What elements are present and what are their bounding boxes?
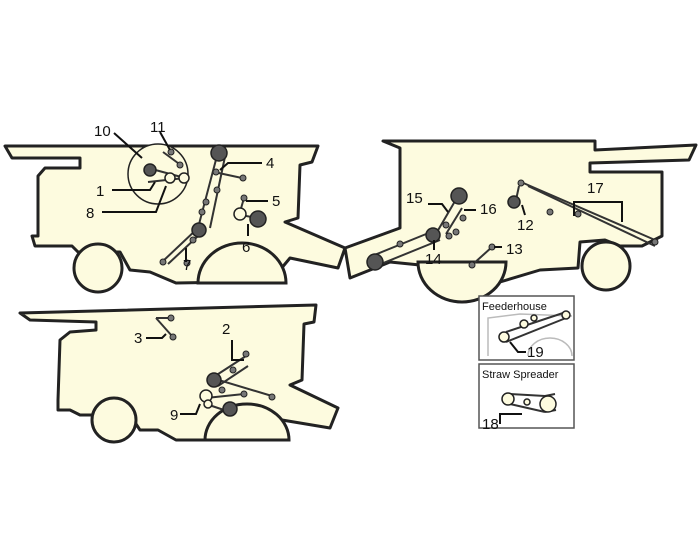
pulley: [229, 366, 237, 374]
combine-left-side-lower-view: 3 2 9: [18, 303, 340, 444]
callout-5: 5: [272, 193, 280, 210]
front-wheel: [416, 260, 508, 304]
callout-10: 10: [94, 123, 111, 140]
pulley: [159, 258, 167, 266]
pulley: [530, 314, 538, 322]
pulley: [210, 144, 228, 162]
pulley: [452, 228, 460, 236]
pulley: [425, 227, 441, 243]
feederhouse-inset: Feederhouse 19: [478, 295, 575, 361]
pulley: [396, 240, 404, 248]
pulley: [176, 161, 184, 169]
callout-7: 7: [183, 257, 191, 274]
callout-19: 19: [527, 344, 544, 361]
pulley: [198, 208, 206, 216]
pulley: [523, 398, 531, 406]
rear-wheel: [72, 242, 124, 294]
pulley: [191, 222, 207, 238]
combine-left-side-view: 10 11 1 8 4 5 6 7: [3, 119, 347, 294]
pulley: [203, 399, 213, 409]
pulley: [498, 331, 510, 343]
callout-11: 11: [150, 119, 166, 136]
rear-wheel: [580, 240, 632, 292]
pulley: [189, 236, 197, 244]
combine-body: [18, 303, 340, 442]
pulley: [167, 314, 175, 322]
pulley: [239, 174, 247, 182]
callout-17: 17: [587, 180, 604, 197]
pulley: [143, 163, 157, 177]
callout-2: 2: [222, 321, 230, 338]
combine-body: [343, 139, 698, 284]
pulley: [212, 168, 220, 176]
callout-3: 3: [134, 330, 142, 347]
front-wheel: [196, 241, 288, 285]
callout-14: 14: [425, 251, 442, 268]
callout-1: 1: [96, 183, 104, 200]
pulley: [519, 319, 529, 329]
pulley: [442, 221, 450, 229]
callout-12: 12: [517, 217, 534, 234]
rear-wheel: [90, 396, 138, 444]
pulley: [501, 392, 515, 406]
pulley: [651, 238, 659, 246]
callout-6: 6: [242, 239, 250, 256]
pulley: [468, 261, 476, 269]
callout-4: 4: [266, 155, 274, 172]
pulley: [206, 372, 222, 388]
pulley: [249, 210, 267, 228]
pulley: [517, 179, 525, 187]
pulley: [450, 187, 468, 205]
pulley: [242, 350, 250, 358]
pulley: [167, 148, 175, 156]
pulley: [218, 386, 226, 394]
pulley: [366, 253, 384, 271]
pulley: [507, 195, 521, 209]
pulley: [233, 207, 247, 221]
pulley: [178, 172, 190, 184]
pulley: [213, 186, 221, 194]
callout-13: 13: [506, 241, 523, 258]
straw-spreader-title: Straw Spreader: [482, 369, 559, 381]
pulley: [240, 194, 248, 202]
pulley: [222, 401, 238, 417]
pulley: [546, 208, 554, 216]
callout-8: 8: [86, 205, 94, 222]
pulley: [164, 172, 176, 184]
callout-9: 9: [170, 407, 178, 424]
callout-16: 16: [480, 201, 497, 218]
callout-15: 15: [406, 190, 423, 207]
feederhouse-title: Feederhouse: [482, 301, 547, 313]
pulley: [268, 393, 276, 401]
pulley: [574, 210, 582, 218]
pulley: [445, 232, 453, 240]
straw-spreader-inset: Straw Spreader 18: [478, 363, 575, 433]
pulley: [202, 198, 210, 206]
pulley: [539, 395, 557, 413]
pulley: [459, 214, 467, 222]
pulley: [561, 310, 571, 320]
pulley: [169, 333, 177, 341]
callout-18: 18: [482, 416, 499, 433]
pulley: [240, 390, 248, 398]
combine-right-side-view: 15 16 14 12 13 17: [343, 139, 698, 304]
